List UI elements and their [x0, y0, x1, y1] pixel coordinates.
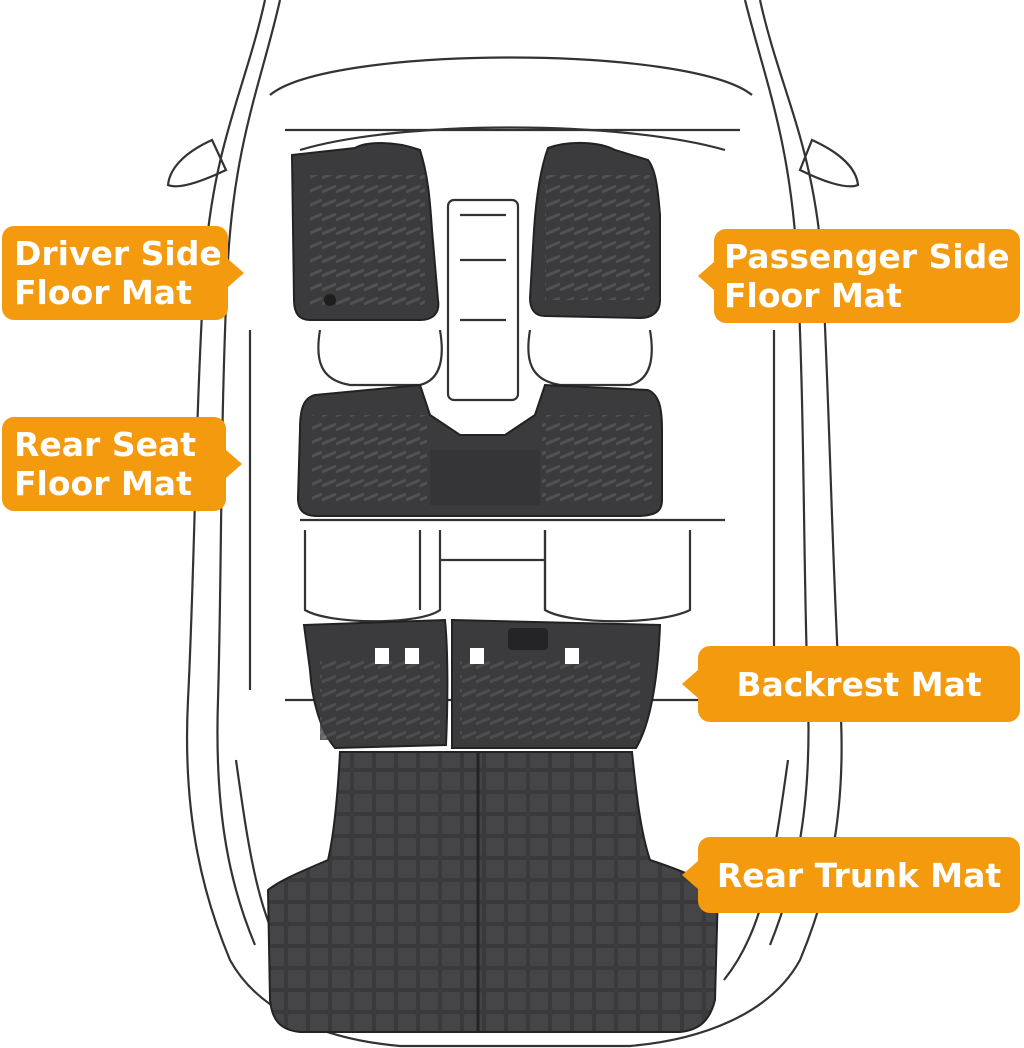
passenger-side-floor-mat-label: Passenger Side Floor Mat: [714, 229, 1020, 323]
rear-seat-pointer-arrow: [226, 450, 242, 478]
driver-label-line1: Driver Side: [14, 234, 222, 273]
rear-seat-floor-mat-label: Rear Seat Floor Mat: [2, 417, 226, 511]
driver-label-line2: Floor Mat: [14, 273, 192, 312]
backrest-mat-label: Backrest Mat: [698, 646, 1020, 722]
driver-side-floor-mat: [290, 142, 440, 321]
trunk-pointer-arrow: [682, 861, 698, 889]
backrest-pointer-arrow: [682, 670, 698, 698]
passenger-side-floor-mat: [528, 141, 661, 320]
passenger-pointer-arrow: [698, 262, 714, 290]
passenger-label-line2: Floor Mat: [724, 276, 902, 315]
rear-seat-label-line1: Rear Seat: [14, 425, 197, 464]
rear-seat-label-line2: Floor Mat: [14, 464, 192, 503]
rear-seat-floor-mat: [296, 383, 663, 517]
driver-side-floor-mat-label: Driver Side Floor Mat: [2, 226, 228, 320]
passenger-label-line1: Passenger Side: [724, 237, 1010, 276]
driver-pointer-arrow: [228, 259, 244, 287]
trunk-label-line1: Rear Trunk Mat: [716, 855, 1002, 895]
rear-trunk-mat: [266, 751, 720, 1033]
backrest-mat: [302, 618, 662, 750]
rear-trunk-mat-label: Rear Trunk Mat: [698, 837, 1020, 913]
backrest-label-line1: Backrest Mat: [736, 664, 982, 704]
